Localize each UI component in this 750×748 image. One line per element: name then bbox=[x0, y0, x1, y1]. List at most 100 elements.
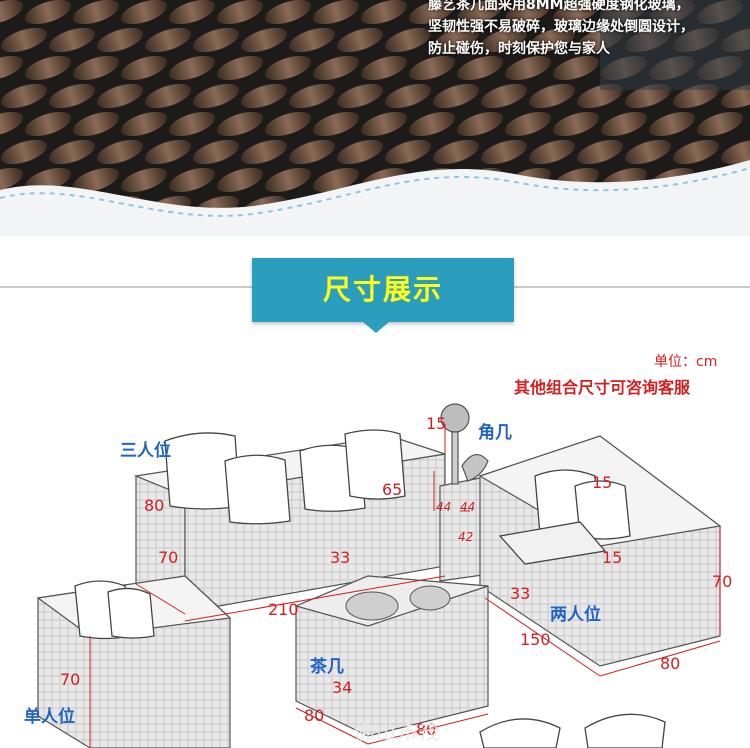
dim-three-seat-height: 65 bbox=[382, 480, 403, 499]
weave-strand bbox=[72, 55, 120, 81]
weave-strand bbox=[528, 83, 576, 109]
dim-single-height: 70 bbox=[60, 670, 81, 689]
weave-strand bbox=[168, 111, 216, 137]
description-line: 坚韧性强不易破碎，玻璃边缘处倒圆设计， bbox=[428, 19, 694, 35]
weave-strand bbox=[240, 139, 288, 165]
weave-strand bbox=[288, 27, 336, 53]
weave-strand bbox=[0, 111, 24, 137]
weave-strand bbox=[264, 167, 312, 193]
weave-strand bbox=[504, 55, 552, 81]
weave-strand bbox=[456, 111, 504, 137]
weave-strand bbox=[264, 55, 312, 81]
weave-strand bbox=[528, 27, 576, 53]
weave-strand bbox=[552, 55, 600, 81]
weave-strand bbox=[96, 83, 144, 109]
weave-strand bbox=[48, 139, 96, 165]
weave-strand bbox=[144, 27, 192, 53]
weave-strand bbox=[624, 139, 672, 165]
weave-strand bbox=[0, 55, 24, 81]
dim-three-seat-seat: 33 bbox=[330, 548, 351, 567]
weave-strand bbox=[312, 167, 360, 193]
weave-strand bbox=[408, 0, 456, 25]
weave-strand bbox=[96, 139, 144, 165]
weave-strand bbox=[672, 139, 720, 165]
unit-note: 单位：cm bbox=[654, 354, 718, 370]
weave-strand bbox=[480, 139, 528, 165]
dim-two-seat-back: 15 bbox=[592, 473, 613, 492]
label-tea-table: 茶几 bbox=[310, 657, 344, 677]
dim-two-seat-arm: 15 bbox=[602, 548, 623, 567]
weave-strand bbox=[120, 111, 168, 137]
weave-strand bbox=[216, 0, 264, 25]
dim-two-seat-width: 150 bbox=[520, 630, 551, 649]
weave-strand bbox=[432, 83, 480, 109]
weave-strand bbox=[24, 0, 72, 25]
weave-strand bbox=[384, 139, 432, 165]
weave-strand bbox=[312, 0, 360, 25]
weave-strand bbox=[288, 83, 336, 109]
weave-strand bbox=[552, 111, 600, 137]
weave-strand bbox=[456, 55, 504, 81]
weave-strand bbox=[192, 27, 240, 53]
weave-strand bbox=[264, 111, 312, 137]
weave-strand bbox=[0, 27, 48, 53]
description-line: 藤艺茶几面采用8MM超强硬度钢化玻璃， bbox=[428, 0, 690, 13]
weave-strand bbox=[576, 139, 624, 165]
weave-strand bbox=[216, 111, 264, 137]
wave-divider bbox=[0, 160, 750, 240]
weave-strand bbox=[120, 167, 168, 193]
weave-strand bbox=[456, 0, 504, 25]
weave-strand bbox=[408, 55, 456, 81]
weave-strand bbox=[72, 167, 120, 193]
weave-strand bbox=[504, 0, 552, 25]
weave-strand bbox=[168, 55, 216, 81]
weave-strand bbox=[0, 0, 24, 25]
weave-strand bbox=[168, 0, 216, 25]
dim-three-seat-depth: 80 bbox=[144, 496, 165, 515]
label-two-seat: 两人位 bbox=[550, 605, 601, 625]
furniture-sketch bbox=[36, 403, 722, 748]
weave-strand bbox=[432, 27, 480, 53]
weave-strand bbox=[696, 111, 744, 137]
label-three-seat: 三人位 bbox=[120, 441, 171, 461]
weave-strand bbox=[312, 111, 360, 137]
dim-two-seat-depth: 80 bbox=[660, 654, 681, 673]
consult-note: 其他组合尺寸可咨询客服 bbox=[514, 378, 691, 397]
weave-strand bbox=[216, 55, 264, 81]
weave-strand bbox=[384, 27, 432, 53]
dim-corner-width: 44 bbox=[436, 500, 452, 514]
weave-strand bbox=[0, 83, 48, 109]
section-banner: 尺寸展示 bbox=[252, 258, 514, 322]
weave-strand bbox=[264, 0, 312, 25]
label-corner-table: 角几 bbox=[478, 423, 512, 443]
dim-tea-table-width: 80 bbox=[416, 720, 437, 739]
weave-strand bbox=[240, 27, 288, 53]
dim-tea-table-height: 34 bbox=[332, 678, 353, 697]
dim-tea-table-depth: 80 bbox=[304, 706, 325, 725]
dim-two-seat-seat: 33 bbox=[510, 584, 531, 603]
weave-strand bbox=[24, 111, 72, 137]
weave-strand bbox=[192, 83, 240, 109]
dim-corner-height: 42 bbox=[458, 530, 474, 544]
weave-strand bbox=[192, 139, 240, 165]
weave-strand bbox=[720, 83, 750, 109]
weave-strand bbox=[0, 167, 24, 193]
weave-strand bbox=[96, 27, 144, 53]
weave-strand bbox=[288, 139, 336, 165]
weave-strand bbox=[0, 139, 48, 165]
dim-three-seat-width: 210 bbox=[268, 600, 299, 619]
dim-three-seat-back: 15 bbox=[426, 414, 447, 433]
dim-corner-depth: 44 bbox=[460, 500, 476, 514]
weave-strand bbox=[168, 167, 216, 193]
weave-strand bbox=[336, 27, 384, 53]
dim-two-seat-height: 70 bbox=[712, 572, 733, 591]
weave-strand bbox=[240, 83, 288, 109]
weave-strand bbox=[600, 111, 648, 137]
dim-three-seat-armheight: 70 bbox=[158, 548, 179, 567]
weave-strand bbox=[216, 167, 264, 193]
weave-strand bbox=[480, 83, 528, 109]
material-description: 藤艺茶几面采用8MM超强硬度钢化玻璃， 坚韧性强不易破碎，玻璃边缘处倒圆设计， … bbox=[428, 0, 694, 60]
watermark-text: 佛山市茂 bbox=[354, 720, 442, 744]
weave-strand bbox=[648, 111, 696, 137]
weave-strand bbox=[336, 83, 384, 109]
